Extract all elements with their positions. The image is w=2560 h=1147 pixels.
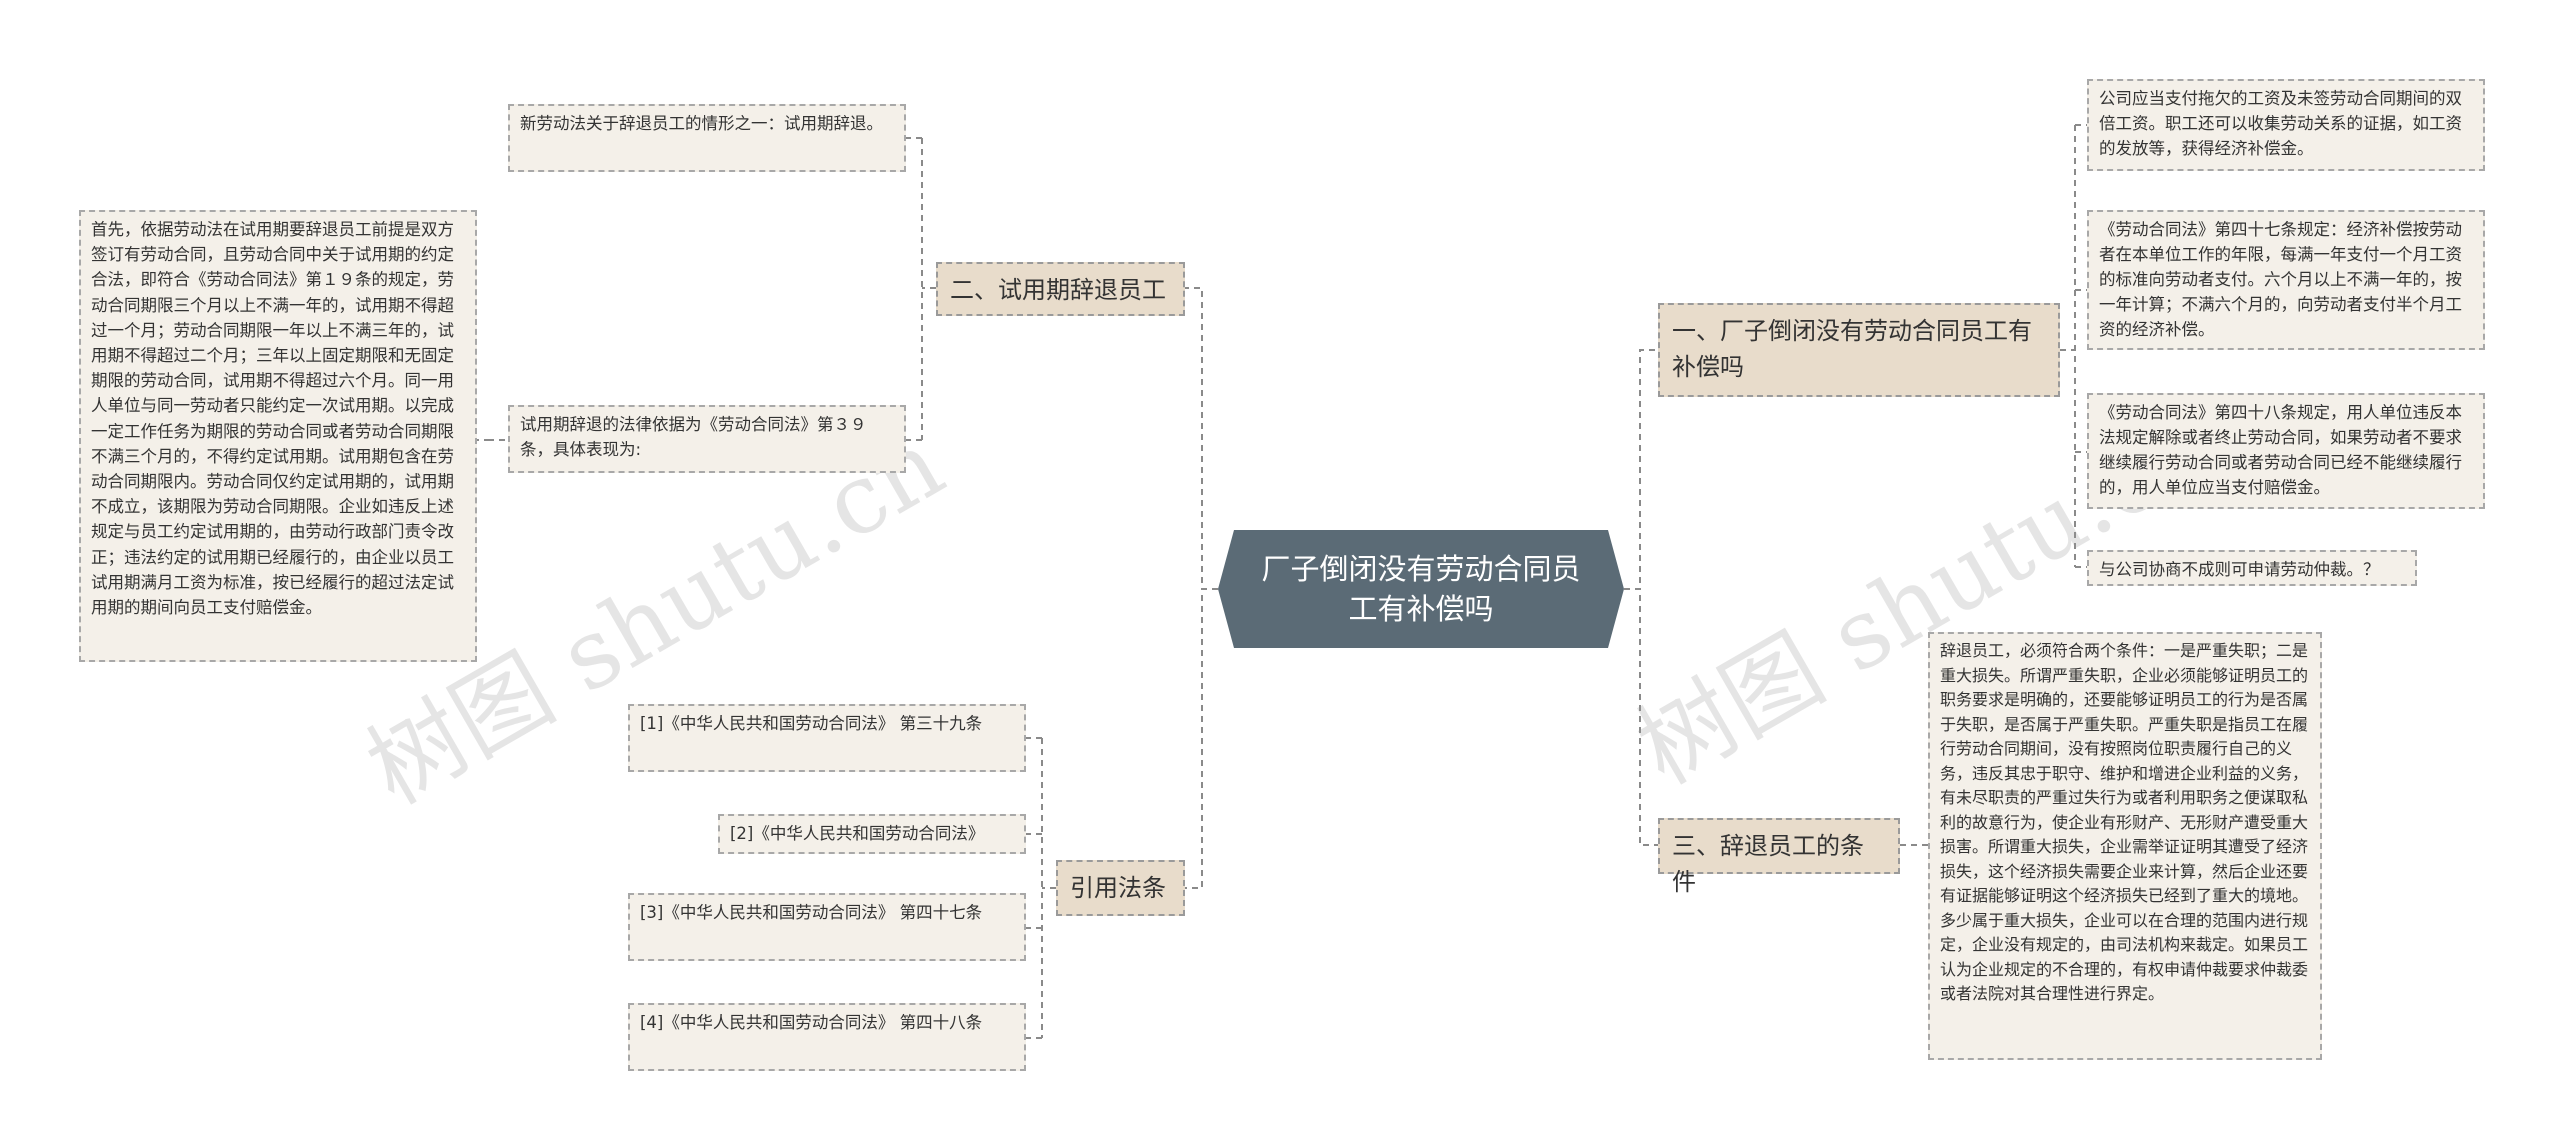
- branch-probation-dismissal[interactable]: 二、试用期辞退员工: [936, 262, 1185, 316]
- branch-label: 三、辞退员工的条件: [1672, 832, 1864, 896]
- leaf-unpaid-wages[interactable]: 公司应当支付拖欠的工资及未签劳动合同期间的双倍工资。职工还可以收集劳动关系的证据…: [2087, 79, 2485, 171]
- leaf-text: 新劳动法关于辞退员工的情形之一：试用期辞退。: [520, 114, 883, 133]
- link-b4-leaves: [1026, 737, 1056, 1039]
- leaf-law-ref-3[interactable]: [3]《中华人民共和国劳动合同法》 第四十七条: [628, 893, 1026, 961]
- root-topic-label: 厂子倒闭没有劳动合同员工有补偿吗: [1261, 552, 1581, 626]
- link-b1-leaves: [2060, 124, 2087, 568]
- leaf-text: [3]《中华人民共和国劳动合同法》 第四十七条: [640, 903, 983, 922]
- link-root-b4: [1185, 588, 1218, 889]
- leaf-arbitration[interactable]: 与公司协商不成则可申请劳动仲裁。？: [2087, 550, 2417, 586]
- leaf-article-47[interactable]: 《劳动合同法》第四十七条规定：经济补偿按劳动者在本单位工作的年限，每满一年支付一…: [2087, 210, 2485, 350]
- branch-label: 二、试用期辞退员工: [950, 276, 1166, 304]
- leaf-text: [1]《中华人民共和国劳动合同法》 第三十九条: [640, 714, 983, 733]
- leaf-legal-basis[interactable]: 试用期辞退的法律依据为《劳动合同法》第３９条，具体表现为:: [508, 405, 906, 473]
- link-b2-leaves: [906, 137, 936, 441]
- leaf-text: 首先，依据劳动法在试用期要辞退员工前提是双方签订有劳动合同，且劳动合同中关于试用…: [91, 220, 454, 618]
- leaf-text: [4]《中华人民共和国劳动合同法》 第四十八条: [640, 1013, 983, 1032]
- link-root-b3: [1624, 588, 1658, 846]
- branch-cited-laws[interactable]: 引用法条: [1056, 860, 1185, 916]
- leaf-text: 公司应当支付拖欠的工资及未签劳动合同期间的双倍工资。职工还可以收集劳动关系的证据…: [2099, 89, 2462, 158]
- leaf-law-ref-4[interactable]: [4]《中华人民共和国劳动合同法》 第四十八条: [628, 1003, 1026, 1071]
- leaf-text: 辞退员工，必须符合两个条件：一是严重失职；二是重大损失。所谓严重失职，企业必须能…: [1940, 641, 2309, 1003]
- leaf-text: 《劳动合同法》第四十八条规定，用人单位违反本法规定解除或者终止劳动合同，如果劳动…: [2099, 403, 2462, 497]
- leaf-probation-case[interactable]: 新劳动法关于辞退员工的情形之一：试用期辞退。: [508, 104, 906, 172]
- leaf-law-ref-2[interactable]: [2]《中华人民共和国劳动合同法》: [718, 814, 1026, 854]
- branch-label: 引用法条: [1070, 874, 1166, 902]
- leaf-text: [2]《中华人民共和国劳动合同法》: [730, 824, 985, 843]
- link-root-b2: [1185, 287, 1218, 590]
- leaf-text: 《劳动合同法》第四十七条规定：经济补偿按劳动者在本单位工作的年限，每满一年支付一…: [2099, 220, 2462, 339]
- link-root-b1: [1624, 349, 1658, 590]
- leaf-law-ref-1[interactable]: [1]《中华人民共和国劳动合同法》 第三十九条: [628, 704, 1026, 772]
- branch-label: 一、厂子倒闭没有劳动合同员工有补偿吗: [1672, 317, 2032, 381]
- leaf-dismissal-detail[interactable]: 辞退员工，必须符合两个条件：一是严重失职；二是重大损失。所谓严重失职，企业必须能…: [1928, 632, 2322, 1060]
- leaf-text: 试用期辞退的法律依据为《劳动合同法》第３９条，具体表现为:: [520, 415, 867, 459]
- leaf-text: 与公司协商不成则可申请劳动仲裁。？: [2099, 560, 2380, 579]
- leaf-article-48[interactable]: 《劳动合同法》第四十八条规定，用人单位违反本法规定解除或者终止劳动合同，如果劳动…: [2087, 393, 2485, 509]
- branch-dismissal-conditions[interactable]: 三、辞退员工的条件: [1658, 818, 1900, 896]
- branch-no-contract-compensation[interactable]: 一、厂子倒闭没有劳动合同员工有补偿吗: [1658, 303, 2060, 397]
- root-topic[interactable]: 厂子倒闭没有劳动合同员工有补偿吗: [1218, 530, 1624, 648]
- leaf-probation-detail[interactable]: 首先，依据劳动法在试用期要辞退员工前提是双方签订有劳动合同，且劳动合同中关于试用…: [79, 210, 477, 662]
